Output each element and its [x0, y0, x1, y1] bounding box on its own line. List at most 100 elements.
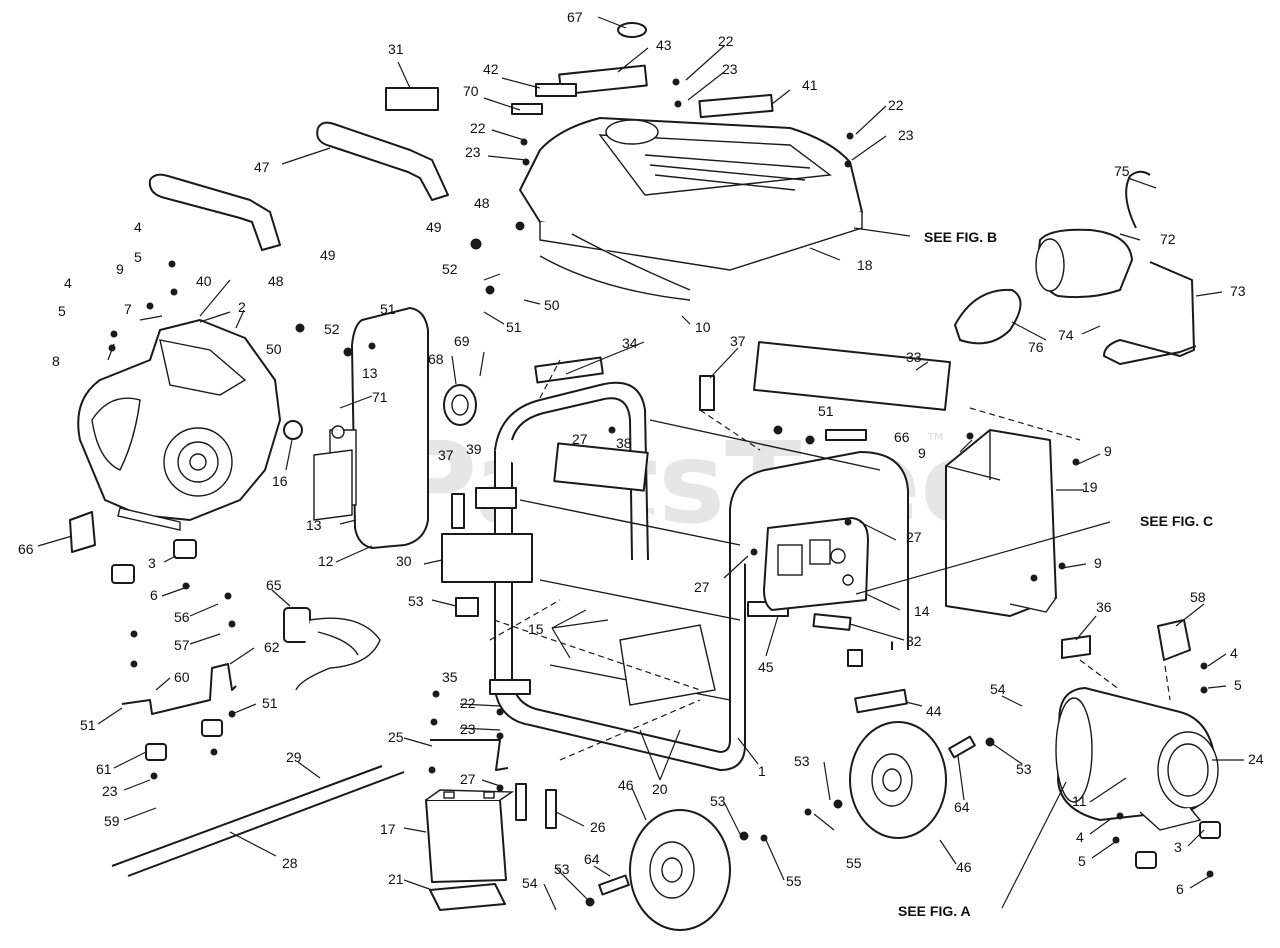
receptacle-53 [455, 597, 479, 617]
callout-33: 33 [906, 349, 922, 365]
callout-50: 50 [544, 297, 560, 313]
callout-23: 23 [898, 127, 914, 143]
cable-28 [127, 771, 405, 877]
side-cover-19 [945, 429, 1057, 617]
callout-46: 46 [956, 859, 972, 875]
callout-42: 42 [483, 61, 499, 77]
callout-24: 24 [1248, 751, 1264, 767]
callout-64: 64 [954, 799, 970, 815]
see-fig-a: SEE FIG. A [898, 903, 971, 919]
hose-75 [1125, 170, 1151, 229]
strap-26b [545, 789, 557, 829]
callout-4: 4 [134, 219, 142, 235]
callout-51: 51 [80, 717, 96, 733]
callout-27: 27 [572, 431, 588, 447]
callout-41: 41 [802, 77, 818, 93]
callout-6: 6 [1176, 881, 1184, 897]
decal-33 [753, 341, 951, 411]
decal-44 [854, 688, 908, 714]
dashed-assembly-lines [489, 359, 1171, 761]
hardware-fasteners [108, 78, 1214, 907]
callout-38: 38 [616, 435, 632, 451]
decal-66b [825, 429, 867, 441]
battery-17 [425, 789, 515, 883]
callout-51: 51 [506, 319, 522, 335]
callout-53: 53 [408, 593, 424, 609]
callout-22: 22 [888, 97, 904, 113]
gasket-16 [283, 420, 303, 440]
callout-16: 16 [272, 473, 288, 489]
callout-3: 3 [1174, 839, 1182, 855]
callout-35: 35 [442, 669, 458, 685]
callout-5: 5 [134, 249, 142, 265]
callout-22: 22 [718, 33, 734, 49]
callout-23: 23 [102, 783, 118, 799]
callout-23: 23 [722, 61, 738, 77]
callout-67: 67 [567, 9, 583, 25]
vibration-mount-3a [111, 564, 135, 584]
callout-17: 17 [380, 821, 396, 837]
callout-72: 72 [1160, 231, 1176, 247]
callout-49: 49 [320, 247, 336, 263]
tag-66 [69, 511, 96, 553]
callout-28: 28 [282, 855, 298, 871]
callout-54: 54 [522, 875, 538, 891]
callout-59: 59 [104, 813, 120, 829]
callout-5: 5 [58, 303, 66, 319]
callout-39: 39 [466, 441, 482, 457]
callout-65: 65 [266, 577, 282, 593]
muffler-12 [313, 307, 429, 549]
watermark-trademark: TM [927, 432, 943, 443]
callout-70: 70 [463, 83, 479, 99]
callout-27: 27 [694, 579, 710, 595]
callout-74: 74 [1058, 327, 1074, 343]
battery-bracket-25 [430, 739, 509, 771]
callout-7: 7 [124, 301, 132, 317]
wheel-46-front [629, 809, 731, 931]
callout-31: 31 [388, 41, 404, 57]
callout-53: 53 [554, 861, 570, 877]
callout-23: 23 [460, 721, 476, 737]
callout-10: 10 [695, 319, 711, 335]
callout-22: 22 [470, 120, 486, 136]
callout-9: 9 [1104, 443, 1112, 459]
callout-52: 52 [442, 261, 458, 277]
callout-12: 12 [318, 553, 334, 569]
callout-60: 60 [174, 669, 190, 685]
callout-21: 21 [388, 871, 404, 887]
callout-71: 71 [372, 389, 388, 405]
callout-55: 55 [786, 873, 802, 889]
air-filter-72 [1035, 228, 1133, 299]
bracket-62 [121, 663, 237, 715]
callout-52: 52 [324, 321, 340, 337]
callout-68: 68 [428, 351, 444, 367]
callout-49: 49 [426, 219, 442, 235]
callout-53: 53 [1016, 761, 1032, 777]
label-31 [385, 87, 439, 111]
label-42 [535, 83, 577, 97]
callout-20: 20 [652, 781, 668, 797]
strap-26a [515, 783, 527, 821]
callout-18: 18 [857, 257, 873, 273]
callout-37: 37 [730, 333, 746, 349]
spacer-64a [948, 735, 976, 759]
strap-76 [954, 288, 1022, 345]
callout-56: 56 [174, 609, 190, 625]
decal-32 [812, 613, 852, 631]
callout-23: 23 [465, 144, 481, 160]
callout-11: 11 [1072, 793, 1087, 809]
callout-36: 36 [1096, 599, 1112, 615]
tag-58 [1157, 619, 1191, 661]
callout-4: 4 [1076, 829, 1084, 845]
callout-75: 75 [1114, 163, 1130, 179]
cable-29 [111, 765, 383, 867]
see-fig-b: SEE FIG. B [924, 229, 997, 245]
callout-46: 46 [618, 777, 634, 793]
spacer-64b [598, 874, 630, 896]
callout-9: 9 [918, 445, 926, 461]
callout-55: 55 [846, 855, 862, 871]
battery-pad-21 [429, 883, 506, 911]
callout-1: 1 [758, 763, 766, 779]
engine-assembly [77, 319, 281, 531]
